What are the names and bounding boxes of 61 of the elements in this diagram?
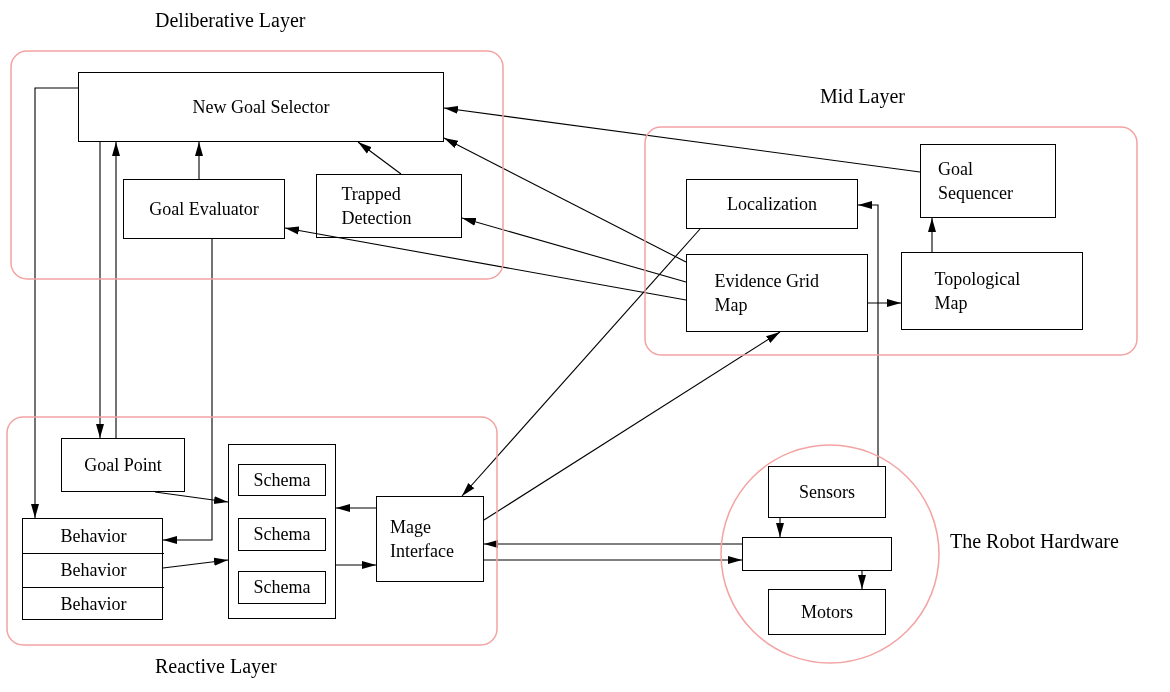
process-box: [742, 537, 892, 571]
box-label: Topological Map: [934, 267, 1022, 315]
arrow: [857, 201, 879, 467]
process-box: [686, 254, 868, 332]
arrow: [162, 238, 213, 544]
process-box: [61, 438, 185, 492]
process-box: [901, 252, 1083, 330]
box-label: Schema: [253, 468, 311, 492]
arrow: [461, 217, 687, 283]
arrow: [195, 141, 203, 180]
layer-title: Reactive Layer: [155, 654, 277, 678]
box-label: Evidence Grid Map: [714, 269, 820, 317]
arrow: [483, 331, 781, 521]
arrow: [154, 491, 229, 505]
process-box: [768, 466, 886, 518]
box-label: Behavior: [60, 524, 127, 548]
box-label: Goal Point: [84, 453, 162, 477]
layer-title: Mid Layer: [820, 84, 905, 108]
box-label: Goal Evaluator: [149, 197, 259, 221]
box-label: Mage Interface: [390, 515, 455, 563]
arrow: [928, 217, 936, 253]
process-box: [238, 518, 326, 551]
group-title: The Robot Hardware: [950, 529, 1119, 553]
box-label: Behavior: [60, 559, 127, 583]
process-box: [78, 72, 444, 142]
box-label: Trapped Detection: [341, 182, 413, 230]
arrow: [443, 137, 687, 263]
arrow: [483, 556, 743, 564]
arrow: [776, 517, 784, 538]
box-label: Behavior: [60, 593, 127, 617]
arrow: [483, 540, 743, 548]
process-box: [123, 179, 285, 239]
arrow: [443, 105, 921, 173]
process-box: [768, 589, 886, 635]
process-box: [22, 518, 163, 620]
process-box: [238, 571, 326, 604]
layer-title: Deliberative Layer: [155, 8, 306, 32]
arrow: [867, 299, 902, 307]
process-box: [316, 174, 462, 238]
process-box: [228, 444, 336, 619]
arrow: [335, 561, 377, 569]
arrow: [162, 557, 229, 569]
arrow: [461, 228, 701, 497]
box-label: New Goal Selector: [192, 95, 330, 119]
arrow: [335, 504, 377, 512]
process-box: [920, 144, 1056, 218]
arrow: [112, 141, 120, 439]
process-box: [686, 179, 858, 229]
arrow: [96, 141, 104, 439]
arrow: [31, 87, 79, 519]
arrow: [284, 226, 687, 301]
arrow: [858, 570, 866, 590]
process-box: [376, 496, 484, 582]
box-label: Schema: [253, 576, 311, 600]
process-box: [238, 464, 326, 496]
box-label: Schema: [253, 523, 311, 547]
box-label: Goal Sequencer: [938, 157, 1014, 205]
box-label: Motors: [801, 600, 853, 624]
arrow: [357, 141, 402, 175]
box-label: Localization: [727, 192, 817, 216]
box-label: Sensors: [799, 480, 855, 504]
